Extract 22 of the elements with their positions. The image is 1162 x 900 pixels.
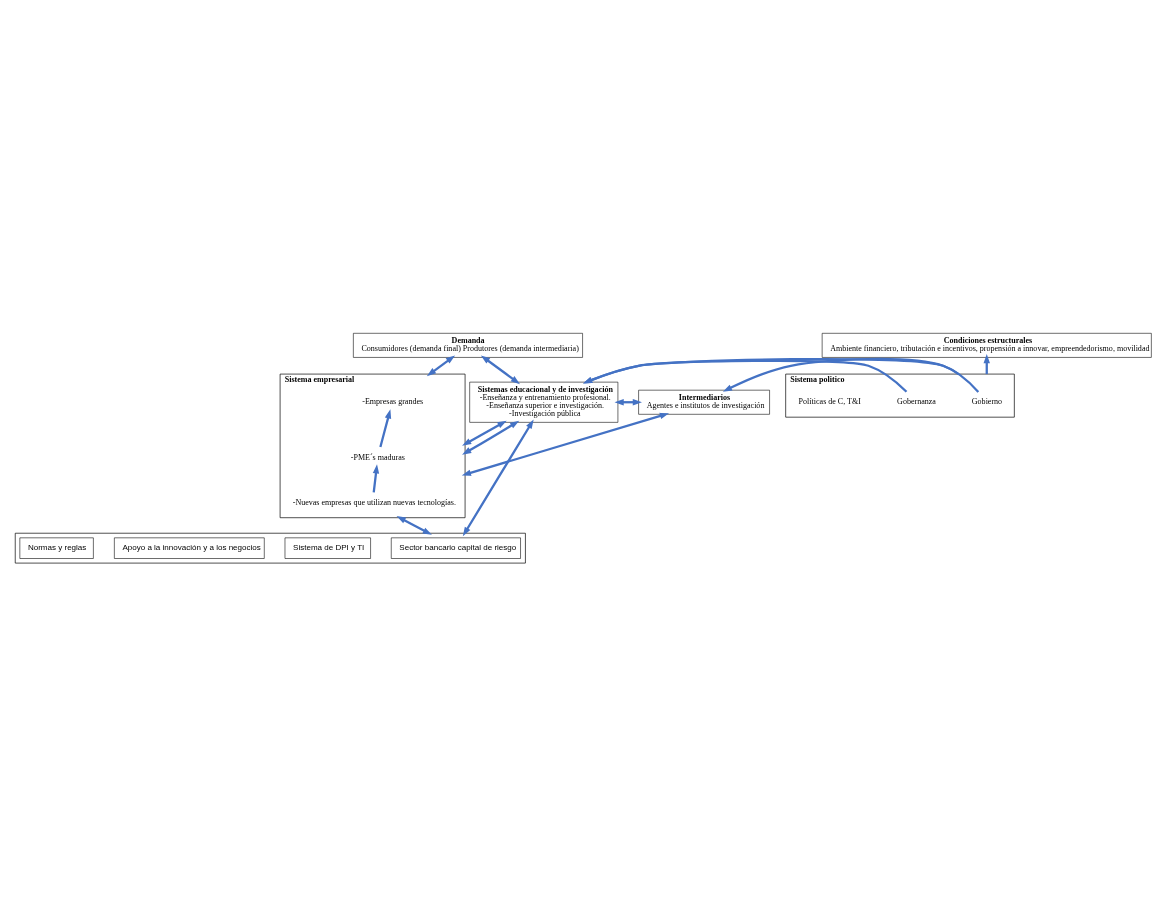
arrow [372, 463, 380, 493]
arrow [583, 359, 908, 393]
arrow [426, 354, 456, 376]
node-text: Gobernanza [897, 396, 936, 406]
node-text: -Empresas grandes [362, 396, 424, 406]
node-box: Sistemas educacional y de investigación -Enseñanza y entrenamiento profesional. -Enseñanza superior e investigación. -Investigación pública [469, 381, 619, 423]
cluster [14, 532, 526, 563]
node-box: Intermediarios Agentes e institutos de investigación [638, 389, 770, 415]
arrow [583, 357, 980, 393]
node-box: Condiciones estructurales Ambiente financiero, tributación e incentivos, propensión a innovar, empreendedorismo, movilidad [821, 332, 1152, 358]
arrow [396, 515, 432, 535]
node-text: Políticas de C, T&I [798, 396, 861, 406]
arrow [480, 354, 520, 384]
arrow [462, 420, 520, 455]
node-text: -PME´s maduras [350, 452, 405, 462]
node-box: Demanda Consumidores (demanda final) Produtores (demanda intermediaria) [353, 332, 583, 358]
node-text: -Nuevas empresas que utilizan nuevas tecnologías. [292, 497, 456, 507]
arrow [461, 412, 670, 476]
node-text: Gobierno [971, 396, 1003, 406]
arrow [462, 420, 507, 446]
arrow [462, 419, 534, 536]
arrow [379, 408, 392, 447]
